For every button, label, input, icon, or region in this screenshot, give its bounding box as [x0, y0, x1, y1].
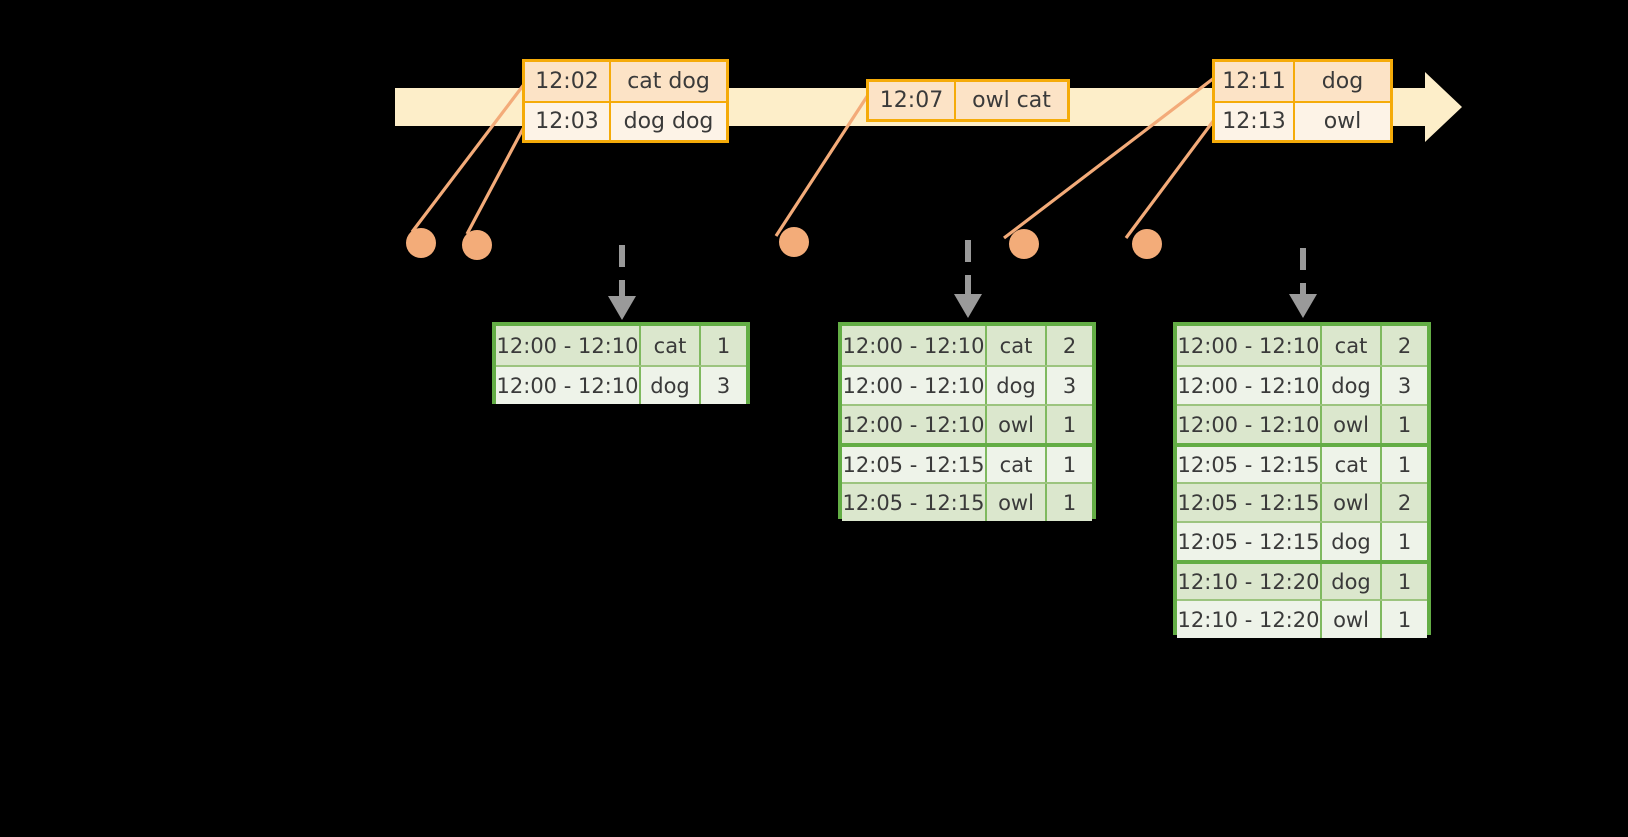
connector-line-2 [465, 124, 527, 235]
connector-line-5 [1124, 119, 1216, 239]
cell-window: 12:00 - 12:10 [842, 406, 987, 443]
event-time: 12:11 [1215, 62, 1295, 101]
cell-count: 1 [716, 333, 731, 358]
connector-line-3 [774, 94, 870, 237]
cell-count: 2 [1062, 333, 1077, 358]
event-row[interactable]: 12:03 dog dog [525, 101, 726, 140]
cell-word: dog [987, 367, 1047, 404]
cell-word: dog [641, 367, 701, 404]
dashed-arrow-head-2 [954, 294, 982, 318]
cell-window: 12:10 - 12:20 [1177, 601, 1322, 638]
cell-window: 12:00 - 12:10 [842, 326, 987, 365]
cell-window: 12:00 - 12:10 [496, 367, 641, 404]
cell-word: dog [1322, 564, 1382, 599]
event-row[interactable]: 12:02 cat dog [525, 62, 726, 101]
cell-window: 12:00 - 12:10 [842, 367, 987, 404]
cell-count: 1 [1397, 452, 1412, 477]
connector-dot-4 [1009, 229, 1039, 259]
cell-window: 12:05 - 12:15 [1177, 447, 1322, 482]
cell-count: 2 [1397, 490, 1412, 515]
connector-dots [406, 227, 1162, 260]
cell-window: 12:05 - 12:15 [1177, 523, 1322, 560]
event-words: owl [1323, 109, 1362, 134]
cell-word: dog [1322, 523, 1382, 560]
dashed-arrow-head-1 [608, 296, 636, 320]
cell-count: 1 [1397, 412, 1412, 437]
cell-count: 1 [1062, 412, 1077, 437]
event-words: dog dog [623, 109, 714, 134]
cell-word: cat [1322, 326, 1382, 365]
cell-word: cat [1322, 447, 1382, 482]
connector-dot-2 [462, 230, 492, 260]
event-time: 12:02 [525, 62, 611, 101]
cell-count: 2 [1397, 333, 1412, 358]
event-box-2[interactable]: 12:07 owl cat [866, 79, 1070, 122]
cell-count: 1 [1397, 607, 1412, 632]
cell-word: owl [1322, 601, 1382, 638]
event-time: 12:07 [869, 82, 956, 119]
cell-word: cat [641, 326, 701, 365]
cell-window: 12:10 - 12:20 [1177, 564, 1322, 599]
cell-word: owl [987, 484, 1047, 521]
cell-count: 1 [1397, 529, 1412, 554]
event-row[interactable]: 12:11 dog [1215, 62, 1390, 101]
event-time: 12:13 [1215, 103, 1295, 140]
cell-count: 1 [1062, 452, 1077, 477]
cell-word: cat [987, 326, 1047, 365]
event-words: cat dog [627, 69, 710, 94]
connector-dot-5 [1132, 229, 1162, 259]
event-row[interactable]: 12:13 owl [1215, 101, 1390, 140]
cell-word: owl [987, 406, 1047, 443]
cell-window: 12:00 - 12:10 [1177, 367, 1322, 404]
dashed-arrow-head-3 [1289, 294, 1317, 318]
dashed-arrow-heads [608, 294, 1317, 320]
cell-word: cat [987, 447, 1047, 482]
cell-count: 3 [716, 373, 731, 398]
cell-window: 12:05 - 12:15 [842, 447, 987, 482]
event-box-3[interactable]: 12:11 dog 12:13 owl [1212, 59, 1393, 143]
event-row[interactable]: 12:07 owl cat [869, 82, 1067, 119]
cell-window: 12:00 - 12:10 [496, 326, 641, 365]
connector-line-1 [410, 82, 527, 233]
connector-dot-3 [779, 227, 809, 257]
cell-word: owl [1322, 406, 1382, 443]
dashed-arrows [619, 240, 1306, 300]
event-box-1[interactable]: 12:02 cat dog 12:03 dog dog [522, 59, 729, 143]
cell-window: 12:00 - 12:10 [1177, 326, 1322, 365]
cell-count: 1 [1397, 569, 1412, 594]
event-time: 12:03 [525, 103, 611, 140]
cell-window: 12:00 - 12:10 [1177, 406, 1322, 443]
cell-word: dog [1322, 367, 1382, 404]
cell-count: 3 [1062, 373, 1077, 398]
cell-count: 3 [1397, 373, 1412, 398]
cell-window: 12:05 - 12:15 [1177, 484, 1322, 521]
event-words: owl cat [972, 88, 1051, 113]
cell-window: 12:05 - 12:15 [842, 484, 987, 521]
cell-count: 1 [1062, 490, 1077, 515]
event-words: dog [1321, 69, 1364, 94]
connector-dot-1 [406, 228, 436, 258]
cell-word: owl [1322, 484, 1382, 521]
timeline-arrow-head [1395, 72, 1462, 142]
